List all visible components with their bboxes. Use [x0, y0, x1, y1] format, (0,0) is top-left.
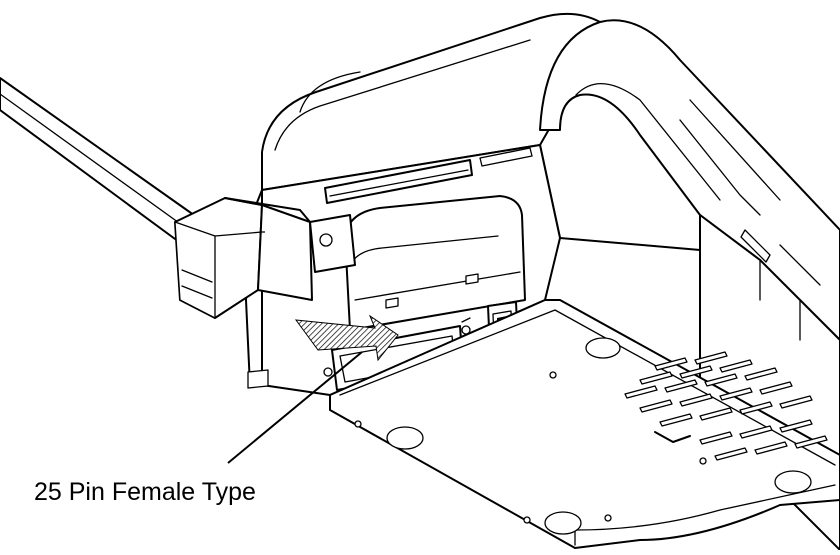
rubber-foot — [774, 470, 812, 494]
interface-opening — [344, 195, 526, 331]
rubber-foot — [386, 426, 424, 450]
connector-callout-label: 25 Pin Female Type — [34, 478, 256, 506]
insertion-arrow — [294, 314, 399, 362]
printer-base — [329, 299, 840, 549]
paper-slot — [324, 159, 473, 204]
plug-latch — [309, 214, 356, 273]
db25-female-connector — [323, 317, 471, 391]
rubber-foot — [585, 337, 621, 359]
callout-leader-line — [227, 351, 363, 464]
rubber-foot — [544, 511, 582, 535]
cable-plug — [174, 197, 356, 319]
vent-slots — [624, 351, 828, 461]
